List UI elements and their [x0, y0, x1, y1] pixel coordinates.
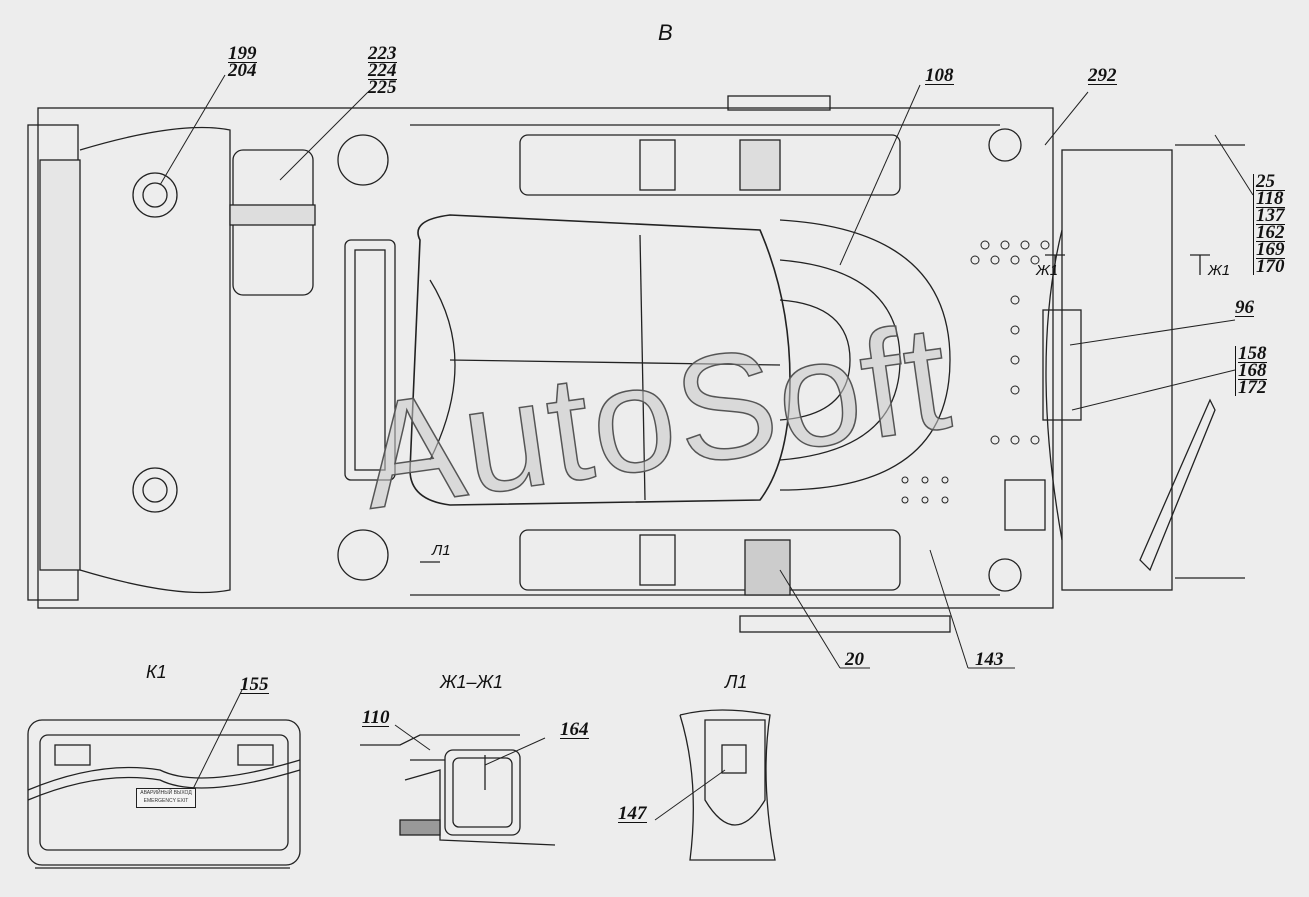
bracket	[1004, 479, 1046, 531]
floor-mat	[779, 219, 951, 491]
callout-25-f: 170	[1256, 256, 1285, 277]
sign-line-2: EMERGENCY EXIT	[143, 798, 189, 804]
callout-199: 199 204	[228, 43, 257, 81]
section-mark-zh1-right: Ж1	[1208, 262, 1231, 279]
callout-223: 223 224 225	[368, 43, 397, 98]
front-panel	[79, 126, 231, 594]
callout-155: 155	[240, 674, 269, 695]
sign-line-1: АВАРИЙНЫЙ ВЫХОД	[140, 790, 192, 796]
vent-holes	[901, 240, 1050, 504]
detail-zh1-section	[360, 734, 556, 846]
callout-143: 143	[975, 649, 1004, 670]
callout-25-b: 118	[1256, 188, 1285, 209]
detail-l1	[679, 709, 776, 861]
callout-164: 164	[560, 719, 589, 740]
callout-25-a: 25	[1256, 172, 1285, 191]
callout-158: 158 168 172	[1235, 343, 1267, 398]
callout-108: 108	[925, 65, 954, 86]
section-mark-zh1-left: Ж1	[1036, 262, 1059, 279]
detail-title-k1: К1	[146, 662, 167, 682]
emergency-exit-sign: АВАРИЙНЫЙ ВЫХОД EMERGENCY EXIT	[136, 788, 196, 808]
callout-292: 292	[1088, 65, 1117, 86]
callout-25-d: 162	[1256, 222, 1285, 243]
pedal-bottom	[744, 539, 791, 596]
seat	[409, 214, 791, 506]
top-bracket	[727, 95, 831, 111]
callout-147: 147	[618, 803, 647, 824]
detail-title-l1: Л1	[725, 672, 748, 692]
callout-158-b: 168	[1238, 360, 1267, 381]
bottom-bracket	[739, 615, 951, 633]
callout-158-a: 158	[1238, 343, 1267, 364]
callout-199-b: 204	[228, 60, 257, 81]
callout-110: 110	[362, 707, 390, 728]
callout-96: 96	[1235, 297, 1254, 318]
callout-20: 20	[845, 649, 864, 670]
view-title: В	[658, 20, 673, 45]
callout-223-b: 224	[368, 60, 397, 81]
callout-158-c: 172	[1238, 377, 1267, 398]
callout-223-c: 225	[368, 77, 397, 98]
rear-door	[1061, 149, 1173, 591]
callout-25-c: 137	[1256, 205, 1285, 226]
detail-title-zh1: Ж1–Ж1	[440, 672, 504, 692]
callout-25: 25 118 137 162 169 170	[1253, 172, 1285, 277]
callout-25-e: 169	[1256, 239, 1285, 260]
callout-199-a: 199	[228, 43, 257, 64]
detail-k1-frame	[27, 719, 301, 866]
plug-bottom	[132, 467, 178, 513]
callout-223-a: 223	[368, 43, 397, 64]
plug-top	[132, 172, 178, 218]
pedal-top	[739, 139, 781, 191]
hatch	[344, 239, 396, 481]
section-mark-l1: Л1	[432, 542, 451, 559]
plate-96	[1042, 309, 1082, 421]
cab-outline	[37, 107, 1054, 609]
